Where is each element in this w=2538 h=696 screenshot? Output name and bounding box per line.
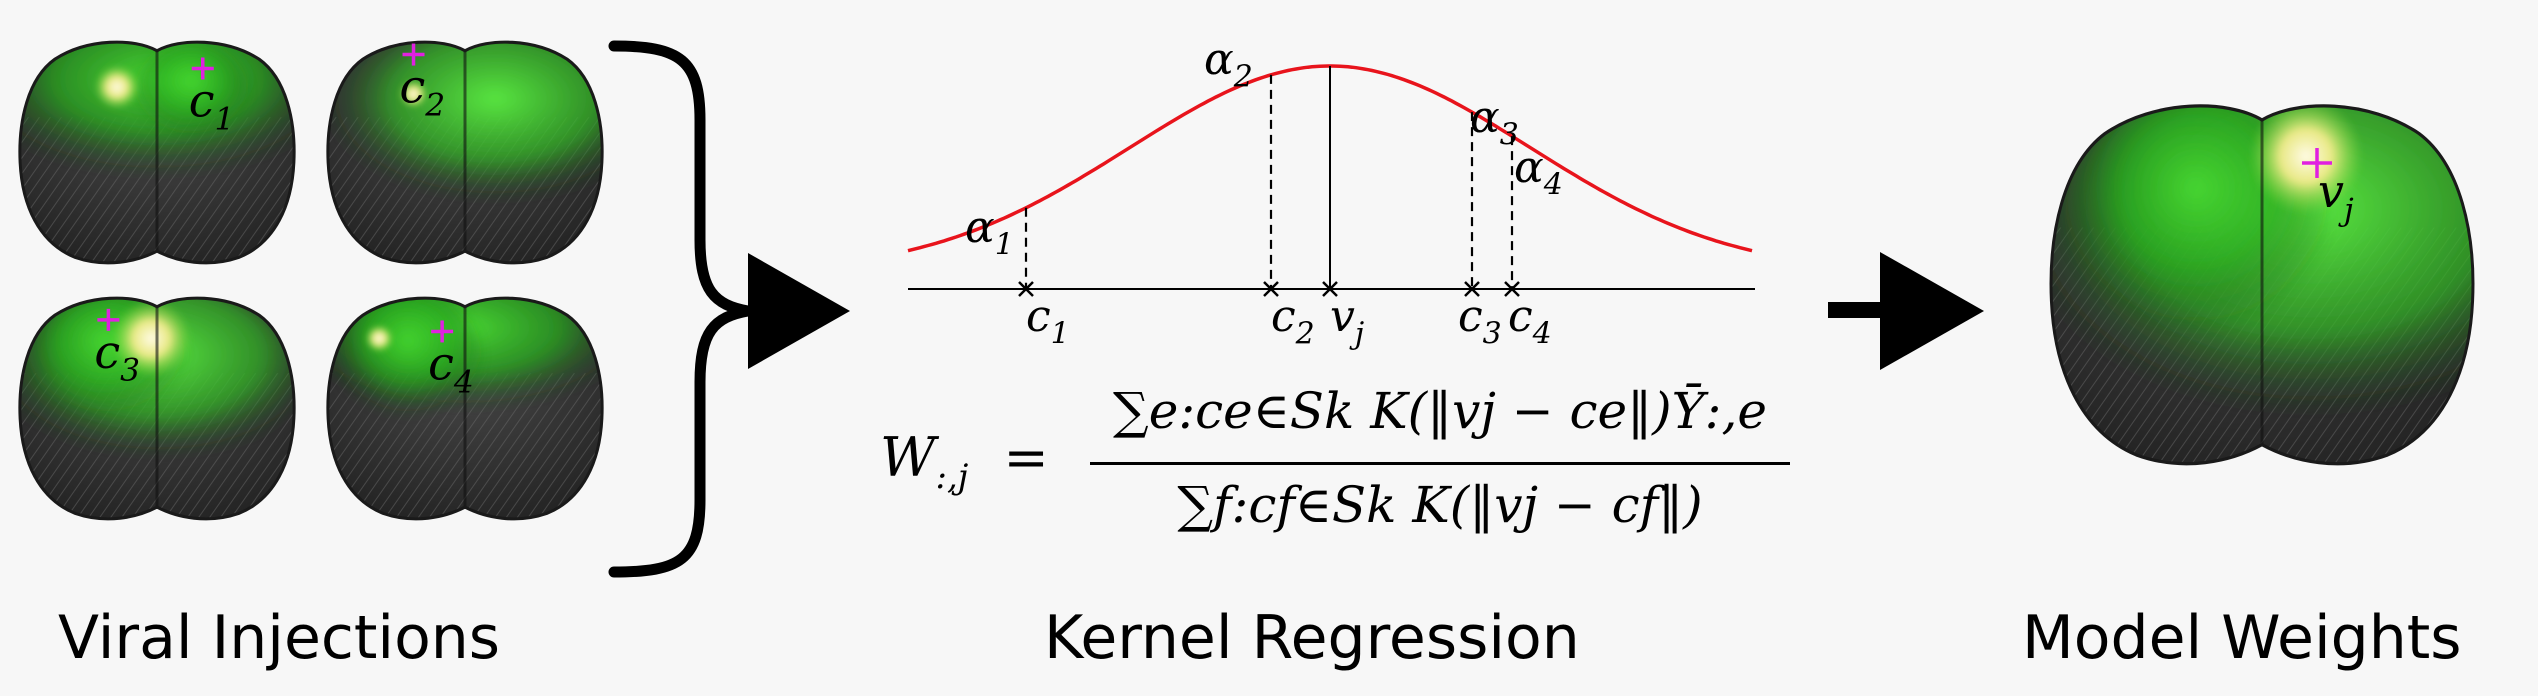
axis-point-label-2: c2 bbox=[1271, 291, 1315, 351]
model-weights-marker bbox=[2302, 148, 2332, 178]
injection-brain-1: c1 bbox=[18, 40, 296, 265]
injection-brain-2: c2 bbox=[326, 40, 604, 265]
formula-fraction-bar bbox=[1090, 462, 1790, 465]
axis-point-label-4: c3 bbox=[1458, 291, 1502, 351]
axis-point-cross-4 bbox=[1464, 281, 1480, 297]
axis-point-label-1: c1 bbox=[1026, 291, 1070, 351]
formula-lhs: W bbox=[880, 426, 936, 489]
injection-site-marker-2 bbox=[402, 43, 425, 66]
injection-site-marker-1 bbox=[191, 57, 214, 80]
caption-model-weights: Model Weights bbox=[2022, 603, 2462, 673]
caption-viral-injections: Viral Injections bbox=[58, 603, 501, 673]
injection-label-4: c4 bbox=[428, 336, 474, 400]
kernel-alpha-label-4: α4 bbox=[1514, 142, 1563, 202]
arrow-head-right bbox=[1880, 252, 1984, 370]
arrow-shaft-right bbox=[1828, 302, 1888, 318]
axis-point-label-5: c4 bbox=[1508, 291, 1552, 351]
model-weights-label: vj bbox=[2318, 164, 2354, 228]
axis-point-cross-5 bbox=[1504, 281, 1520, 297]
kernel-alpha-label-1: α1 bbox=[965, 202, 1014, 262]
injection-label-2: c2 bbox=[400, 60, 446, 124]
kernel-alpha-label-2: α2 bbox=[1204, 34, 1253, 94]
injection-label-3: c3 bbox=[94, 325, 140, 389]
formula-equals: = bbox=[1003, 426, 1049, 489]
axis-point-cross-3 bbox=[1322, 281, 1338, 297]
caption-kernel-regression: Kernel Regression bbox=[1044, 603, 1580, 673]
injection-brain-3: c3 bbox=[18, 296, 296, 521]
model-weights-brain: vj bbox=[2049, 104, 2475, 466]
injection-brain-4: c4 bbox=[326, 296, 604, 521]
axis-point-cross-2 bbox=[1263, 281, 1279, 297]
formula-denominator: ∑f:cf∈Sk K(‖vj − cf‖) bbox=[1177, 476, 1703, 534]
axis-point-label-3: vj bbox=[1330, 291, 1364, 351]
injection-label-1: c1 bbox=[189, 73, 235, 137]
kernel-alpha-label-3: α3 bbox=[1470, 92, 1519, 152]
grouping-brace bbox=[608, 40, 750, 578]
axis-point-cross-1 bbox=[1018, 281, 1034, 297]
injection-site-marker-4 bbox=[431, 320, 454, 343]
injection-site-marker-3 bbox=[97, 308, 120, 331]
formula-lhs-sub: :,j bbox=[935, 456, 969, 497]
formula-numerator: ∑e:ce∈Sk K(‖vj − ce‖)Ȳ:,e bbox=[1113, 382, 1767, 440]
arrow-head-left bbox=[748, 253, 850, 369]
kernel-formula: W:,j = ∑e:ce∈Sk K(‖vj − ce‖)Ȳ:,e ∑f:cf∈S… bbox=[880, 378, 1800, 558]
